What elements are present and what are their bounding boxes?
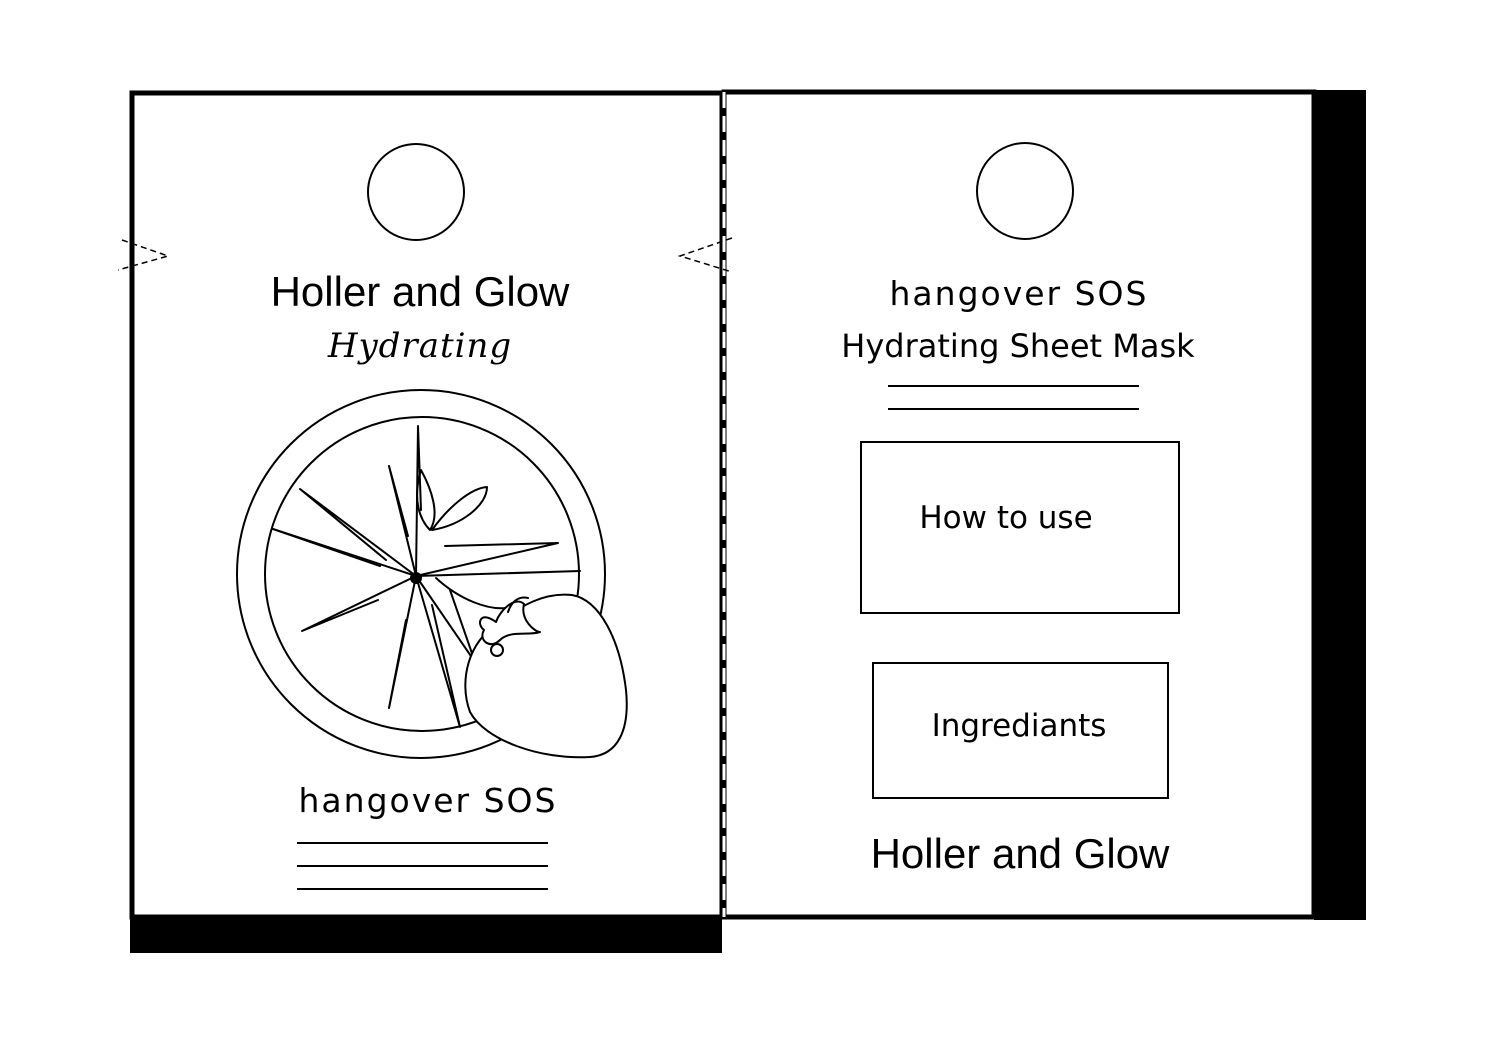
how-to-use-label: How to use xyxy=(919,500,1093,536)
front-brand-name: Holler and Glow xyxy=(270,268,570,315)
back-panel xyxy=(721,89,1317,920)
front-panel-shadow xyxy=(130,915,722,953)
how-to-use-box xyxy=(860,441,1180,614)
back-product-name: hangover SOS xyxy=(889,274,1149,313)
strawberry-slice-icon xyxy=(236,389,628,759)
back-panel-shadow xyxy=(1314,90,1366,920)
back-subtitle: Hydrating Sheet Mask xyxy=(841,327,1195,365)
front-variant-label: Hydrating xyxy=(327,326,513,366)
ingredients-box xyxy=(872,662,1169,799)
tear-notch-left xyxy=(117,239,171,271)
front-text-lines xyxy=(297,842,548,890)
back-text-lines xyxy=(888,385,1139,410)
back-brand-name: Holler and Glow xyxy=(870,830,1170,877)
back-hang-hole xyxy=(976,142,1074,240)
front-hang-hole xyxy=(367,143,465,241)
ingredients-label: Ingrediants xyxy=(931,708,1107,744)
front-product-name: hangover SOS xyxy=(298,781,558,820)
tear-notch-right xyxy=(677,237,733,273)
